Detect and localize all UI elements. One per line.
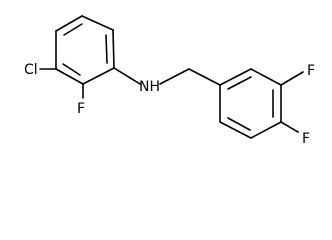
right-aromatic-ring — [219, 68, 282, 139]
bond-ring-left-4 — [82, 67, 115, 85]
fluorine-para-atom-label: F — [302, 131, 310, 147]
bond-c-f-para — [280, 121, 299, 133]
fluorine-ortho-atom-label: F — [77, 101, 85, 117]
chemical-structure: Cl F NH F F — [24, 15, 316, 147]
fluorine-meta-atom-label: F — [307, 63, 315, 79]
bond-ring-right-2 — [250, 68, 282, 86]
bond-ring-right-1 — [219, 68, 252, 86]
bond-ring-right-double-3 — [227, 117, 251, 131]
bond-ring-left-double-1 — [63, 23, 83, 36]
substituent-bonds — [39, 67, 304, 133]
bond-ring-left-1 — [55, 15, 83, 32]
bond-ring-left-5 — [55, 68, 84, 85]
bond-ring-left-double-3 — [62, 63, 81, 76]
molecule-diagram: Cl F NH F F — [24, 15, 315, 147]
bond-ring-right-4 — [250, 121, 282, 139]
bond-ring-right-5 — [219, 121, 252, 139]
bond-c-f-meta — [280, 71, 304, 86]
bond-ch2-ring — [188, 68, 221, 86]
bond-ring-left-3 — [112, 29, 115, 69]
amine-atom-label: NH — [139, 79, 160, 95]
bond-c-n — [113, 67, 141, 85]
bond-n-ch2 — [159, 68, 190, 85]
bond-ring-left-double-2 — [105, 34, 108, 64]
bond-ring-right-double-1 — [227, 76, 252, 90]
chlorine-atom-label: Cl — [24, 62, 38, 78]
left-aromatic-ring — [55, 15, 115, 85]
bond-ring-left-2 — [81, 15, 114, 31]
